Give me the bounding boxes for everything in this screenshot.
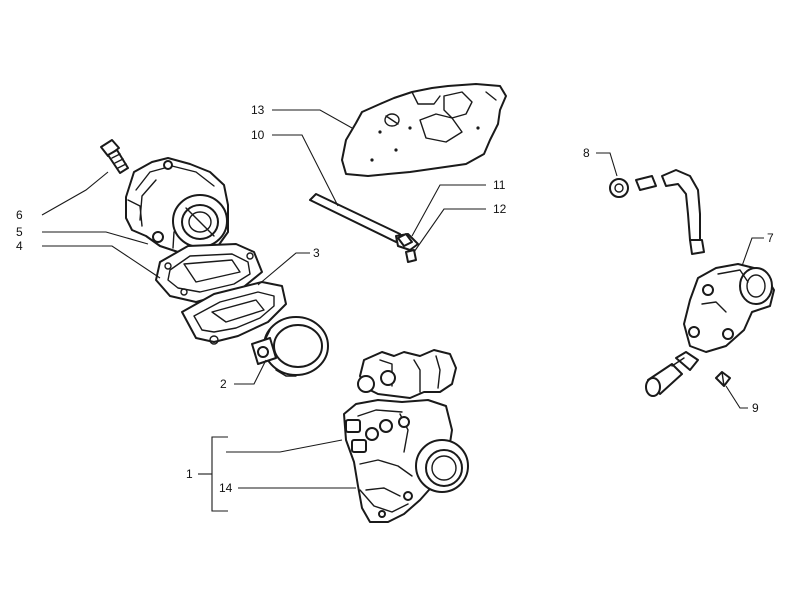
thermostat-insert xyxy=(645,357,685,397)
callout-13: 13 xyxy=(251,103,265,117)
leader-lines xyxy=(41,109,764,512)
part-2-clamp xyxy=(251,316,329,377)
part-9-screw xyxy=(715,371,731,387)
callout-12: 12 xyxy=(493,202,507,216)
part-6-bolt xyxy=(100,139,129,174)
callout-10: 10 xyxy=(251,128,265,142)
callout-7: 7 xyxy=(767,231,774,245)
coolant-hose xyxy=(661,169,705,255)
part-4-gasket xyxy=(155,243,263,303)
callout-8: 8 xyxy=(583,146,590,160)
part-1-carburetor xyxy=(343,349,469,523)
part-8-fitting xyxy=(609,175,657,198)
part-11-12-fittings xyxy=(397,233,417,263)
callout-3: 3 xyxy=(313,246,320,260)
callout-6: 6 xyxy=(16,208,23,222)
part-7-thermostat-housing xyxy=(675,263,775,371)
callout-5: 5 xyxy=(16,225,23,239)
part-3-reed-gasket xyxy=(181,281,287,345)
callout-2: 2 xyxy=(220,377,227,391)
callout-14: 14 xyxy=(219,481,233,495)
part-5-manifold xyxy=(125,157,229,253)
callout-4: 4 xyxy=(16,239,23,253)
callout-1: 1 xyxy=(186,467,193,481)
callout-11: 11 xyxy=(493,178,506,192)
callout-9: 9 xyxy=(752,401,759,415)
part-13-shield-plate xyxy=(341,83,507,177)
